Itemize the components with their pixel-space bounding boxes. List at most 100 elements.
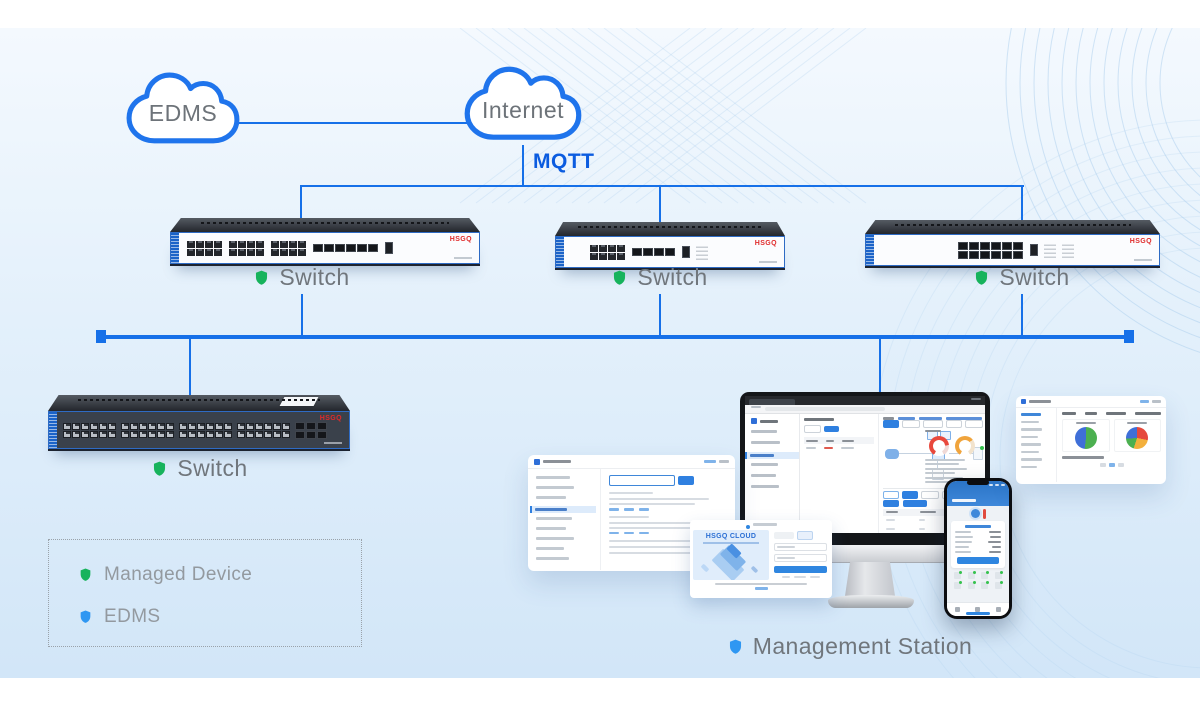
text-line	[536, 517, 572, 520]
memory-gauge	[955, 435, 975, 456]
text-line	[609, 515, 649, 518]
pager-dot	[1108, 462, 1115, 467]
password-input	[774, 554, 827, 562]
rj45-port	[280, 240, 288, 248]
phone-bottom-nav	[947, 602, 1009, 616]
feature-icon	[981, 571, 990, 579]
rj45-port	[224, 422, 232, 430]
text-line	[609, 546, 721, 548]
switch1-bus-line	[301, 294, 303, 338]
app-logo	[751, 418, 757, 424]
pie-chart	[1126, 427, 1149, 449]
text-line	[925, 481, 958, 483]
table-row	[804, 444, 874, 452]
text-line	[897, 417, 916, 420]
search-input	[609, 475, 675, 486]
switch-front-panel: HSGQ	[48, 411, 350, 449]
screen-content	[601, 469, 735, 570]
text-line	[781, 576, 790, 578]
text-line	[925, 472, 955, 474]
sfp-port	[295, 421, 305, 430]
text-line	[886, 527, 895, 530]
rj45-port	[166, 422, 174, 430]
rj45-port	[72, 422, 80, 430]
search-row	[609, 475, 727, 486]
brand-logo: HSGQ	[319, 415, 342, 422]
port-block	[590, 244, 690, 260]
screen-body	[528, 469, 735, 570]
text-line	[886, 511, 898, 513]
text-line	[609, 526, 691, 529]
rj45-port	[247, 240, 255, 248]
entry-lines	[609, 498, 727, 505]
text-line	[752, 523, 777, 526]
browser-tab	[749, 399, 795, 405]
chart-title-line	[1127, 422, 1148, 424]
switch-label-text: Switch	[637, 264, 708, 290]
text-line	[543, 460, 571, 463]
gauges	[925, 435, 979, 456]
text-line	[1140, 400, 1149, 403]
model-text-line	[1134, 259, 1152, 261]
text-line	[639, 531, 649, 534]
tab-chip	[902, 490, 918, 499]
switch4-label: Switch	[120, 455, 280, 482]
port-block	[187, 240, 393, 256]
monitor-base	[828, 595, 914, 608]
text-line	[919, 527, 925, 530]
shield-icon	[256, 270, 268, 285]
tab-chip	[965, 419, 983, 428]
text-line	[1021, 458, 1042, 461]
sfp-port	[306, 430, 316, 439]
cloud-login-card: HSGQ CLOUD	[690, 520, 832, 598]
panel-title-line	[925, 429, 941, 432]
brand-strip	[556, 237, 564, 267]
text-line	[925, 476, 963, 479]
pager-dot	[1099, 462, 1106, 467]
sfp-port	[980, 241, 990, 250]
text-line	[609, 531, 619, 534]
sfp-port	[317, 430, 327, 439]
rj45-port	[188, 430, 196, 438]
led-column	[1044, 242, 1056, 258]
rj45-port	[229, 248, 237, 256]
rj45-port	[99, 422, 107, 430]
text-line	[841, 447, 854, 449]
menu-lines	[751, 463, 795, 488]
internet-cloud-label: Internet	[482, 96, 564, 123]
switch-front-panel: HSGQ	[865, 234, 1160, 266]
internet-drop-line	[522, 145, 524, 187]
entry-title	[609, 515, 727, 518]
rj45-port	[63, 422, 71, 430]
tab-chip	[946, 419, 962, 428]
selected-menu-item	[530, 506, 596, 513]
edms-internet-link-line	[238, 122, 468, 124]
text-line	[624, 508, 634, 511]
screen-body	[1016, 408, 1166, 482]
text-line	[751, 441, 780, 444]
rj45-port	[166, 430, 174, 438]
text-line	[535, 508, 567, 511]
screen-sidebar	[1016, 408, 1057, 482]
login-card-body: HSGQ CLOUD	[693, 530, 829, 580]
bus-endcap-right	[1124, 330, 1134, 343]
switch-4: HSGQ	[48, 395, 350, 449]
legend-item-managed-device: Managed Device	[79, 564, 361, 586]
sfp-port	[958, 241, 968, 250]
sfp-port	[357, 244, 367, 252]
edms-cloud-label: EDMS	[148, 99, 218, 126]
rj45-port	[121, 422, 129, 430]
window-controls	[971, 397, 981, 400]
sfp-port	[991, 250, 1001, 259]
rj45-port	[298, 248, 306, 256]
action-button	[883, 500, 899, 507]
isometric-shape	[750, 565, 759, 574]
login-card-header	[693, 523, 829, 530]
model-text-line	[324, 442, 342, 444]
rj45-port	[63, 430, 71, 438]
pagination	[1062, 462, 1161, 467]
rj45-port	[130, 422, 138, 430]
text-line	[1062, 456, 1104, 459]
entry-title	[609, 492, 727, 494]
pie-chart	[1074, 427, 1097, 449]
